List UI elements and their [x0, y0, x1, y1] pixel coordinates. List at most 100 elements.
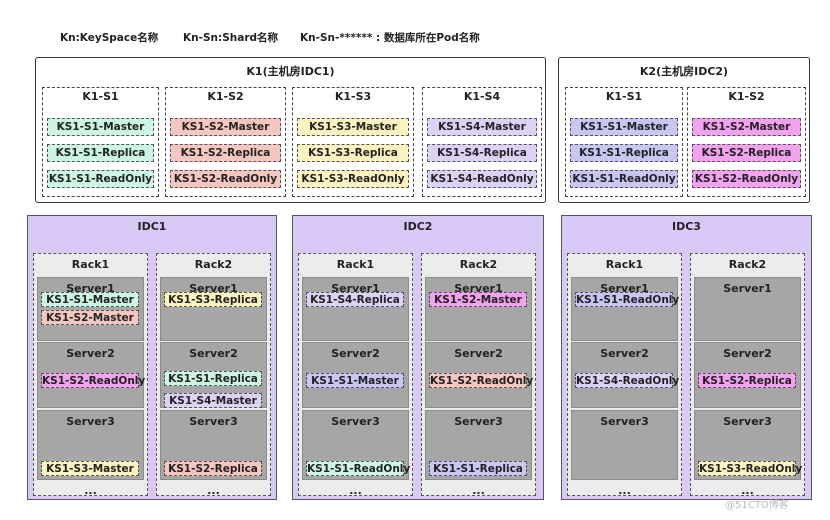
- keyspace-title: K2(主机房IDC2): [639, 65, 729, 78]
- more-servers-ellipsis: ...: [349, 484, 362, 497]
- server-title: Server1: [331, 282, 380, 295]
- server-title: Server3: [66, 415, 115, 428]
- shard-title: K1-S1: [82, 90, 119, 103]
- shard-title: K1-S4: [463, 90, 501, 103]
- replica-pod: KS1-S1-Replica: [47, 144, 154, 162]
- rack-title: Rack2: [459, 258, 498, 271]
- replica-pod: KS1-S1-Master: [570, 118, 678, 136]
- shard-title: K1-S1: [605, 90, 643, 103]
- more-servers-ellipsis: ...: [618, 484, 631, 497]
- server-title: Server1: [600, 282, 649, 295]
- server-title: Server2: [331, 347, 380, 360]
- idc-title: IDC2: [403, 220, 433, 233]
- legend-item: Kn-Sn:Shard名称: [183, 32, 279, 44]
- replica-pod: KS1-S1-ReadOnly: [570, 170, 678, 188]
- server-title: Server2: [189, 347, 238, 360]
- idc-title: IDC1: [137, 220, 167, 233]
- server-title: Server3: [454, 415, 503, 428]
- watermark: @51CTO博客: [725, 500, 789, 511]
- rack-title: Rack1: [71, 258, 110, 271]
- server-pod: KS1-S2-ReadOnly: [41, 373, 146, 388]
- server-title: Server2: [600, 347, 649, 360]
- replica-pod: KS1-S4-ReadOnly: [427, 170, 537, 188]
- server-pod: KS1-S4-Master: [164, 393, 262, 408]
- rack-title: Rack1: [605, 258, 644, 271]
- server-title: Server3: [723, 415, 772, 428]
- server-pod: KS1-S2-Replica: [698, 373, 796, 388]
- more-servers-ellipsis: ...: [472, 484, 485, 497]
- server-pod: KS1-S4-Replica: [306, 292, 404, 307]
- server-pod: KS1-S4-ReadOnly: [575, 373, 680, 388]
- server-title: Server3: [331, 415, 380, 428]
- shard-title: K1-S2: [207, 90, 244, 103]
- server-title: Server1: [66, 282, 115, 295]
- server-title: Server2: [66, 347, 115, 360]
- rack-title: Rack2: [728, 258, 767, 271]
- server-box: Server1: [694, 277, 801, 341]
- server-pod: KS1-S2-Master: [429, 292, 527, 307]
- replica-pod: KS1-S2-Replica: [170, 144, 281, 162]
- replica-pod: KS1-S4-Replica: [427, 144, 537, 162]
- server-pod: KS1-S1-ReadOnly: [575, 292, 680, 307]
- server-pod: KS1-S1-Master: [306, 373, 404, 388]
- more-servers-ellipsis: ...: [207, 484, 220, 497]
- rack-title: Rack1: [336, 258, 375, 271]
- server-pod: KS1-S3-Replica: [164, 292, 262, 307]
- more-servers-ellipsis: ...: [84, 484, 97, 497]
- server-pod: KS1-S2-Master: [41, 310, 139, 325]
- legend-item: Kn:KeySpace名称: [60, 32, 159, 44]
- replica-pod: KS1-S1-ReadOnly: [47, 170, 154, 188]
- replica-pod: KS1-S2-ReadOnly: [692, 170, 801, 188]
- replica-pod: KS1-S1-Replica: [570, 144, 678, 162]
- server-title: Server3: [189, 415, 238, 428]
- server-title: Server2: [723, 347, 772, 360]
- more-servers-ellipsis: ...: [741, 484, 754, 497]
- server-pod: KS1-S3-Master: [41, 461, 139, 476]
- server-pod: KS1-S1-ReadOnly: [306, 461, 411, 476]
- server-pod: KS1-S1-Master: [41, 292, 139, 307]
- shard-title: K1-S3: [334, 90, 372, 103]
- replica-pod: KS1-S4-Master: [427, 118, 537, 136]
- replica-pod: KS1-S3-Master: [297, 118, 409, 136]
- replica-pod: KS1-S1-Master: [47, 118, 154, 136]
- replica-pod: KS1-S2-Replica: [692, 144, 801, 162]
- server-title: Server1: [454, 282, 503, 295]
- server-title: Server3: [600, 415, 649, 428]
- replica-pod: KS1-S2-Master: [170, 118, 281, 136]
- replica-pod: KS1-S2-Master: [692, 118, 801, 136]
- server-title: Server2: [454, 347, 503, 360]
- server-title: Server1: [723, 282, 772, 295]
- legend-item: Kn-Sn-****** : 数据库所在Pod名称: [300, 32, 480, 44]
- server-pod: KS1-S1-Replica: [164, 371, 262, 386]
- shard-title: K1-S2: [728, 90, 765, 103]
- replica-pod: KS1-S3-ReadOnly: [297, 170, 409, 188]
- server-pod: KS1-S2-ReadOnly: [429, 373, 534, 388]
